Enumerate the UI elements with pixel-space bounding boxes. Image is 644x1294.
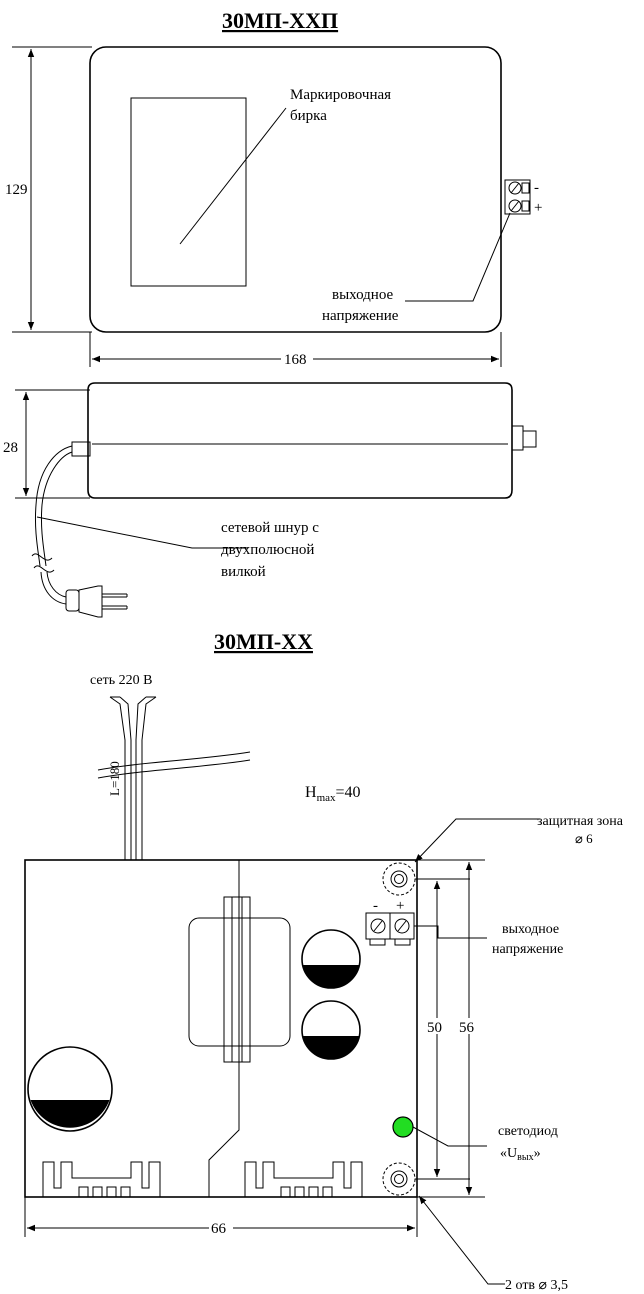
- protect-label-2: ⌀ 6: [575, 831, 593, 846]
- dim-28-label: 28: [3, 440, 18, 456]
- mounting-hole-top: [382, 862, 416, 896]
- bottom-output-label-2: напряжение: [492, 942, 563, 957]
- dim-50-label: 50: [427, 1020, 442, 1036]
- capacitor-small-2: [301, 1000, 361, 1060]
- dim-28: [15, 389, 90, 499]
- bottom-terminal-plus: +: [396, 898, 404, 914]
- top-terminal-block: [504, 179, 531, 215]
- marking-leader: [179, 107, 287, 245]
- hmax-label: Hmax=40: [305, 784, 361, 804]
- top-terminal-minus: -: [534, 180, 539, 196]
- cord-label-2: двухполюсной: [221, 542, 314, 558]
- led-label-2: «Uвых»: [500, 1146, 541, 1163]
- protect-label-1: защитная зона: [537, 814, 624, 829]
- cord-label-3: вилкой: [221, 564, 266, 580]
- mains-label: сеть 220 В: [90, 673, 152, 688]
- dim-129-label: 129: [5, 182, 28, 198]
- led-leader: [412, 1126, 487, 1147]
- heatsink-left: [42, 1161, 161, 1198]
- length-label: L=180: [107, 761, 122, 796]
- plug-icon: [65, 585, 128, 618]
- bottom-output-leader: [414, 925, 487, 939]
- pcb-board: [24, 859, 418, 1198]
- protect-leader: [414, 818, 540, 863]
- dim-129: [12, 46, 92, 333]
- marking-label-2: бирка: [290, 108, 327, 124]
- top-output-leader: [405, 212, 511, 302]
- cord-label-1: сетевой шнур с: [221, 520, 319, 536]
- holes-leader: [418, 1195, 505, 1285]
- dim-168-label: 168: [284, 352, 307, 368]
- cord-leader: [36, 516, 248, 549]
- top-terminal-plus: +: [534, 200, 542, 216]
- top-output-label-2: напряжение: [322, 308, 399, 324]
- capacitor-large: [27, 1046, 113, 1132]
- top-housing: [89, 46, 502, 333]
- led-label-1: светодиод: [498, 1124, 558, 1139]
- mounting-hole-bottom: [382, 1162, 416, 1196]
- heatsink-right: [244, 1161, 363, 1198]
- top-output-label-1: выходное: [332, 287, 393, 303]
- bottom-terminal-block: [365, 912, 415, 946]
- bottom-output-label-1: выходное: [502, 922, 559, 937]
- marking-label-1: Маркировочная: [290, 87, 391, 103]
- bottom-terminal-minus: -: [373, 898, 378, 914]
- marking-tag: [130, 97, 247, 287]
- bottom-title: 30МП-ХХ: [214, 629, 313, 654]
- dim-56-label: 56: [459, 1020, 475, 1036]
- mains-wires: [97, 696, 251, 860]
- power-cord: [31, 445, 73, 605]
- capacitor-small-1: [301, 929, 361, 989]
- holes-label: 2 отв ⌀ 3,5: [505, 1278, 568, 1293]
- transformer: [188, 896, 291, 1063]
- dim-66-label: 66: [211, 1221, 227, 1237]
- board-divider: [208, 860, 240, 1197]
- led-indicator: [392, 1116, 414, 1138]
- side-housing: [71, 382, 537, 499]
- top-title: 30МП-ХХП: [222, 8, 338, 33]
